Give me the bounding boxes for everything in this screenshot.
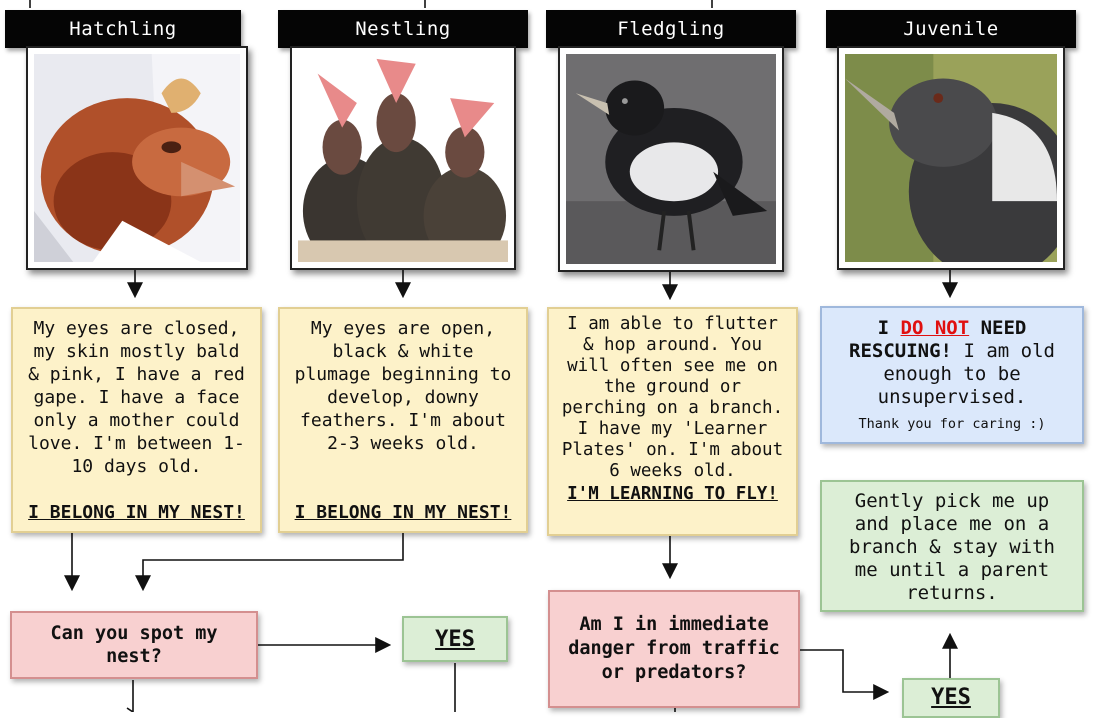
danger-question-box: Am I in immediate danger from traffic or… [548,590,800,708]
juvenile-no-rescue-text: I DO NOT NEED RESCUING! I am old enough … [830,317,1074,409]
nestling-belong-text: I BELONG IN MY NEST! [294,502,512,523]
fledgling-learning-text: I'M LEARNING TO FLY! [567,484,778,504]
juvenile-i: I [877,317,890,339]
nest-question-text: Can you spot my nest? [50,623,218,667]
hatchling-description: My eyes are closed, my skin mostly bald … [28,318,245,477]
danger-yes-box: YES [902,678,1000,718]
nestling-description: My eyes are open, black & white plumage … [294,318,512,454]
stage-label-nestling: Nestling [278,10,528,48]
juvenile-rescuing: RESCUING! [849,340,952,362]
hatchling-description-card: My eyes are closed, my skin mostly bald … [11,307,262,533]
danger-yes-label: YES [931,685,971,710]
stage-label-juvenile: Juvenile [826,10,1076,48]
hatchling-photo [26,46,248,270]
fledgling-description-card: I am able to flutter & hop around. You w… [547,307,798,536]
fledgling-description: I am able to flutter & hop around. You w… [561,314,784,481]
juvenile-description-card: I DO NOT NEED RESCUING! I am old enough … [820,306,1084,444]
stage-label-hatchling: Hatchling [5,10,241,48]
nest-yes-box: YES [402,616,508,662]
juvenile-need: NEED [980,317,1027,339]
nestling-photo [290,46,516,270]
danger-question-text: Am I in immediate danger from traffic or… [568,614,780,683]
juvenile-do-not: DO NOT [900,317,970,339]
rescue-advice-text: Gently pick me up and place me on a bran… [849,490,1055,604]
juvenile-rest: I am old enough to be unsupervised. [877,340,1055,408]
nest-question-box: Can you spot my nest? [10,611,258,679]
nestling-description-card: My eyes are open, black & white plumage … [278,307,528,533]
rescue-advice-card: Gently pick me up and place me on a bran… [820,480,1084,612]
stage-label-fledgling: Fledgling [546,10,796,48]
juvenile-thanks: Thank you for caring :) [858,416,1046,432]
nest-yes-label: YES [435,626,475,652]
fledgling-photo [558,46,784,272]
hatchling-belong-text: I BELONG IN MY NEST! [28,502,245,523]
juvenile-photo [837,46,1065,270]
